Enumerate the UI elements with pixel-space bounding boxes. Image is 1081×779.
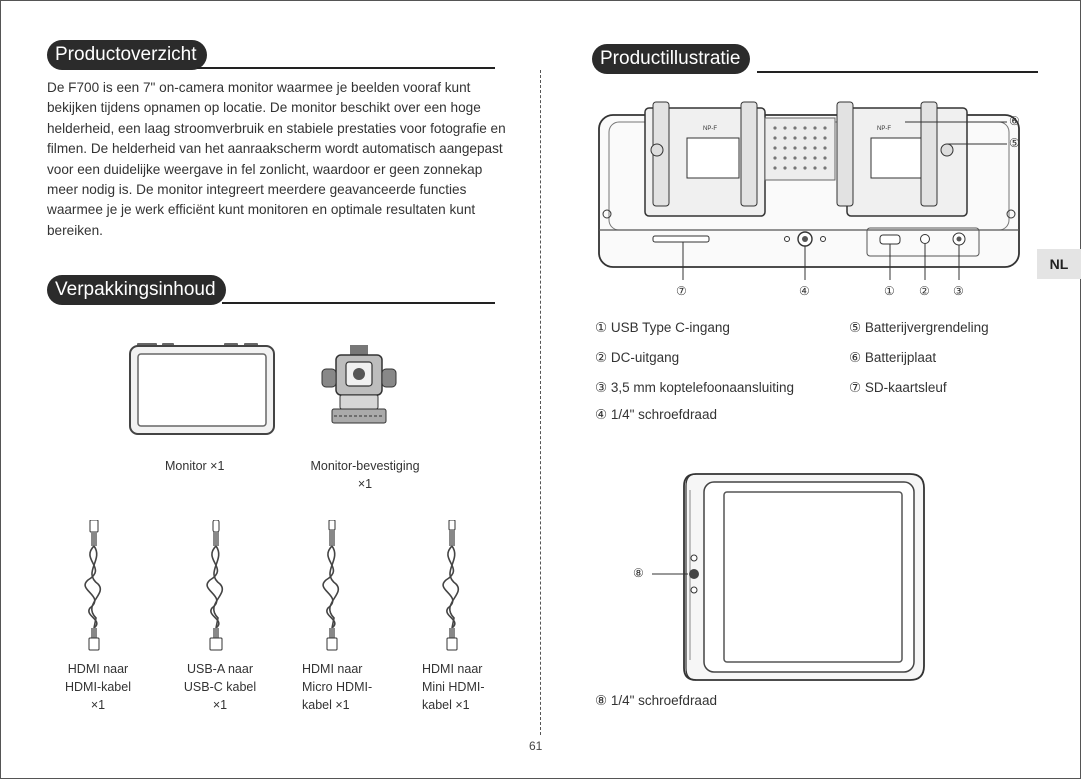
usb-c-cable-image <box>206 520 224 651</box>
header-rule <box>197 67 495 69</box>
parts-legend-item: ⑤ Batterijvergrendeling <box>849 320 989 335</box>
package-item-mini-hdmi-cable: HDMI naar Mini HDMI- kabel ×1 <box>422 662 485 712</box>
parts-legend-item: ⑦ SD-kaartsleuf <box>849 380 947 395</box>
parts-legend-item: ③ 3,5 mm koptelefoonaansluiting <box>595 380 794 395</box>
callout-3: ③ <box>953 284 964 298</box>
section-title-contents: Verpakkingsinhoud <box>47 275 226 305</box>
cable-images <box>84 520 460 651</box>
callout-2: ② <box>919 284 930 298</box>
callout-4: ④ <box>799 284 810 298</box>
parts-legend-item: ④ 1/4" schroefdraad <box>595 407 717 422</box>
section-title-illustration: Productillustratie <box>592 44 751 74</box>
page-number: 61 <box>529 739 543 753</box>
package-item-hdmi-cable: HDMI naar HDMI-kabel ×1 <box>65 662 131 712</box>
battery-plate-label: NP-F <box>877 126 891 132</box>
callout-8: ⑧ <box>633 566 644 580</box>
callout-1: ① <box>884 284 895 298</box>
callout-5: ⑤ <box>1009 136 1020 150</box>
hdmi-cable-image <box>84 520 102 651</box>
battery-plate-label: NP-F <box>703 126 717 132</box>
section-title-overview: Productoverzicht <box>47 40 207 70</box>
monitor-mount-image <box>321 345 397 424</box>
mini-hdmi-cable-image <box>442 520 460 651</box>
monitor-image <box>129 343 275 435</box>
section-header-illustration: Productillustratie <box>592 44 1038 84</box>
section-header-overview: Productoverzicht <box>47 40 495 80</box>
package-item-monitor: Monitor ×1 <box>165 459 225 473</box>
parts-legend-item: ① USB Type C-ingang <box>595 320 730 335</box>
callout-6: ⑥ <box>1009 114 1020 128</box>
intro-paragraph: De F700 is een 7" on-camera monitor waar… <box>47 80 506 238</box>
parts-legend-item: ⑥ Batterijplaat <box>849 350 937 365</box>
language-tab: NL <box>1037 249 1081 279</box>
section-header-contents: Verpakkingsinhoud <box>47 275 495 315</box>
side-callout-label: ⑧ 1/4" schroefdraad <box>595 693 717 708</box>
header-rule <box>222 302 495 304</box>
callout-7: ⑦ <box>676 284 687 298</box>
package-item-mount: Monitor-bevestiging ×1 <box>310 459 420 491</box>
micro-hdmi-cable-image <box>322 520 340 651</box>
parts-legend-item: ② DC-uitgang <box>595 350 680 365</box>
package-item-usb-c-cable: USB-A naar USB-C kabel ×1 <box>183 662 257 712</box>
rear-view-illustration: NP-F NP-F <box>598 101 1020 280</box>
header-rule <box>757 71 1038 73</box>
column-divider <box>540 70 541 735</box>
package-item-micro-hdmi-cable: HDMI naar Micro HDMI- kabel ×1 <box>302 662 373 712</box>
side-view-illustration <box>652 473 925 681</box>
